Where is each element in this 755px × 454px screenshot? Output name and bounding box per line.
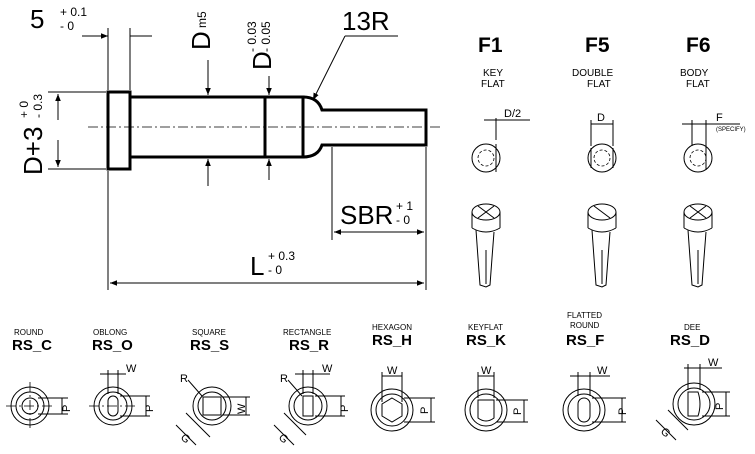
shape-caption-line2: ROUND	[570, 321, 600, 330]
flat-code: F6	[686, 34, 711, 57]
flat-label-line1: BODY	[680, 68, 709, 79]
shape-dim-g: G	[658, 426, 673, 441]
flat-code: F1	[478, 34, 503, 57]
shape-rs-f: FLATTED ROUND RS_F W P	[562, 311, 629, 432]
shape-code: RS_D	[670, 332, 710, 349]
shape-outline	[288, 386, 328, 426]
point-shapes: ROUND RS_C P OBLONG RS_O W	[6, 311, 730, 446]
flat-dim: D	[597, 112, 605, 124]
flat-label-line2: FLAT	[686, 79, 710, 90]
shape-dim-w: W	[387, 365, 398, 377]
shape-rs-r: RECTANGLE RS_R R W P G	[273, 328, 351, 447]
shape-dim-p: P	[512, 408, 524, 415]
shape-dim-w: W	[322, 363, 333, 375]
dim-head-thickness: 5	[30, 4, 44, 34]
shape-dim-p: P	[339, 405, 351, 412]
shape-code: RS_O	[92, 337, 133, 354]
dim-point-tol-plus: - 0.03	[245, 21, 259, 52]
punch-point	[302, 95, 428, 159]
punch-head	[106, 90, 132, 171]
shape-code: RS_F	[566, 332, 604, 349]
shape-caption: SQUARE	[192, 328, 226, 337]
flat-label-line2: FLAT	[481, 79, 505, 90]
dim-head-diameter-tol-minus: - 0.3	[31, 94, 45, 118]
shape-dim-w: W	[126, 363, 137, 375]
shape-code: RS_C	[12, 337, 52, 354]
flat-dim: F	[716, 112, 723, 124]
flat-dim: D/2	[504, 108, 521, 120]
flat-types: F1 KEY FLAT D/2 F5 DOUBLE FLAT	[471, 34, 746, 288]
flat-f1: F1 KEY FLAT D/2	[471, 34, 530, 288]
flat-label-line1: KEY	[483, 68, 503, 79]
dim-radius: 13R	[342, 6, 390, 36]
dim-head-diameter: D+3	[18, 127, 48, 175]
shape-dim-r: R	[180, 373, 188, 385]
shape-rs-d: DEE RS_D W P G	[655, 323, 730, 441]
punch-side-view: 5 + 0.1 - 0 D m5 D - 0.03 - 0.05 13R D+3…	[17, 4, 440, 290]
flat-end-view	[471, 143, 501, 173]
flat-note: (SPECIFY)	[716, 127, 746, 133]
shape-rs-s: SQUARE RS_S R W G	[175, 328, 250, 447]
dim-sbr: SBR	[340, 200, 393, 230]
shape-outline	[464, 388, 508, 432]
dim-head-diameter-tol-plus: + 0	[17, 101, 31, 118]
shape-dim-w: W	[481, 365, 492, 377]
flat-end-view	[683, 143, 713, 173]
shape-rs-o: OBLONG RS_O W P	[89, 328, 156, 426]
dim-shank-subscript: m5	[195, 11, 209, 28]
dim-length: L	[250, 251, 264, 281]
dim-sbr-tol-minus: - 0	[396, 213, 410, 227]
shape-outline	[192, 386, 232, 426]
flat-code: F5	[585, 34, 610, 57]
shape-caption: DEE	[684, 323, 700, 332]
shape-dim-g: G	[178, 432, 193, 447]
dim-head-thickness-tol-minus: - 0	[60, 19, 74, 33]
dim-shank: D	[186, 31, 216, 50]
shape-rs-k: KEYFLAT RS_K W P	[464, 323, 528, 432]
shape-dim-w: W	[708, 357, 719, 369]
shape-dim-p: P	[419, 407, 431, 414]
shape-caption: KEYFLAT	[468, 323, 503, 332]
flat-label-line1: DOUBLE	[572, 68, 613, 79]
dim-length-tol-plus: + 0.3	[268, 249, 295, 263]
dim-point-tol-minus: - 0.05	[259, 21, 273, 52]
shape-dim-w: W	[236, 403, 248, 414]
flat-label-line2: FLAT	[587, 79, 611, 90]
shape-caption: ROUND	[14, 328, 44, 337]
dim-head-thickness-tol-plus: + 0.1	[60, 5, 87, 19]
flat-f6: F6 BODY FLAT F (SPECIFY)	[680, 34, 746, 288]
shape-outline	[562, 388, 606, 432]
shape-dim-w: W	[597, 365, 608, 377]
shape-dim-g: G	[276, 432, 291, 447]
flat-f5: F5 DOUBLE FLAT D	[572, 34, 617, 288]
shape-caption: HEXAGON	[372, 323, 412, 332]
shape-outline	[370, 388, 414, 432]
shape-rs-c: ROUND RS_C P	[6, 328, 73, 430]
flat-end-view	[587, 143, 617, 173]
shape-dim-p: P	[144, 405, 156, 412]
shape-code: RS_H	[372, 332, 412, 349]
dim-length-tol-minus: - 0	[268, 263, 282, 277]
shape-dim-p: P	[61, 405, 73, 412]
shape-rs-h: HEXAGON RS_H W P	[370, 323, 435, 432]
shape-code: RS_R	[289, 337, 329, 354]
shape-code: RS_K	[466, 332, 506, 349]
shape-code: RS_S	[190, 337, 229, 354]
shape-caption: RECTANGLE	[283, 328, 331, 337]
shape-dim-p: P	[617, 408, 629, 415]
shape-outline	[672, 382, 716, 426]
shape-dim-r: R	[280, 373, 288, 385]
shape-caption: FLATTED	[567, 311, 602, 320]
dim-sbr-tol-plus: + 1	[396, 199, 413, 213]
shape-caption: OBLONG	[93, 328, 127, 337]
shape-dim-p: P	[714, 403, 726, 410]
dim-point: D	[247, 51, 277, 70]
